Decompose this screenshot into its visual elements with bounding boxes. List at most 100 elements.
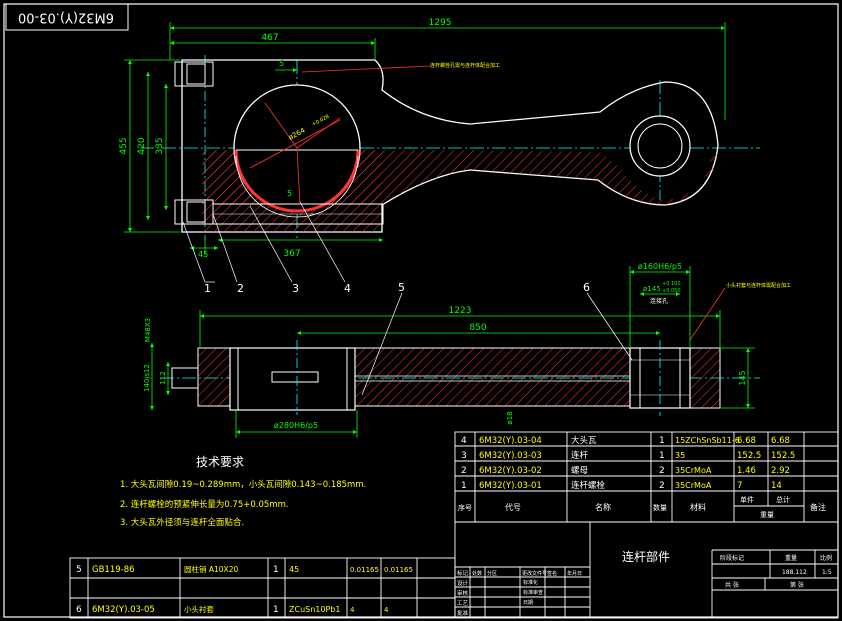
- lower-bom-cell-no: 6: [76, 605, 82, 615]
- bom-cell-weight-single: 6.68: [737, 436, 756, 446]
- lower-bom-cell-name: 小头衬套: [184, 604, 214, 614]
- dim-m48: M48X3: [144, 318, 152, 342]
- bom-hdr-weight: 重量: [760, 511, 774, 519]
- dim-5a: 5: [279, 59, 284, 68]
- tb-weight-val: 188.112: [782, 569, 807, 576]
- tb-sign-row: 标记: [457, 569, 469, 577]
- dim-420: 420: [137, 137, 147, 154]
- lower-bom-cell-material: ZCuSn10Pb1: [289, 605, 340, 614]
- tb-weight: 重量: [785, 554, 797, 562]
- drawing-code: 6M32(Y).03-00: [18, 10, 114, 25]
- dim-145: 145: [738, 370, 747, 385]
- lower-bom-cell-code: 6M32(Y).03-05: [92, 605, 155, 615]
- tol-up: +0.100: [662, 281, 681, 287]
- tb-sign-row: 审核: [457, 589, 469, 597]
- section-dimensions: [150, 266, 755, 438]
- lower-bom-cell-weight-single: 0.01165: [350, 566, 379, 574]
- bom-hdr-remark: 备注: [810, 502, 826, 512]
- part-title: 连杆部件: [622, 549, 670, 564]
- hole-label: 连接孔: [650, 297, 668, 305]
- dim-850: 850: [469, 323, 486, 333]
- tb-std-label: 标准化: [523, 579, 538, 586]
- bom-cell-weight-single: 152.5: [737, 451, 761, 461]
- bom-cell-material: 35CrMoA: [675, 481, 712, 490]
- tol-lo: +0.050: [662, 288, 681, 294]
- tb-sheet-total: 共 张: [725, 581, 739, 589]
- lower-bom-cell-material: 45: [289, 565, 299, 574]
- tb-sign-col: 处数: [472, 570, 482, 577]
- bom-cell-qty: 2: [659, 481, 665, 491]
- drawing-code-box: 6M32(Y).03-00: [5, 3, 129, 31]
- tb-sheet-no: 第 张: [790, 581, 804, 589]
- bom-hdr-qty: 数量: [653, 503, 667, 512]
- dim-455: 455: [119, 137, 129, 154]
- tech-heading: 技术要求: [196, 455, 244, 469]
- lower-bom-cell-weight-total: 0.01165: [384, 566, 413, 574]
- tb-scale-val: 1:5: [822, 569, 832, 576]
- bom-hdr-mat: 材料: [690, 502, 706, 512]
- balloon-leaders-front: [182, 201, 346, 283]
- tb-sign-col: 分区: [487, 570, 497, 577]
- dim-145t: ø145: [643, 285, 661, 293]
- tech-item-1: 1. 大头瓦间隙0.19~0.289mm，小头瓦间隙0.143~0.185mm.: [120, 479, 366, 490]
- lower-bom-cell-qty: 1: [273, 605, 279, 615]
- balloon-3: 3: [292, 282, 299, 295]
- tb-std-label: 日期: [523, 600, 533, 606]
- dim-112: 112: [159, 371, 167, 384]
- bom-cell-qty: 1: [659, 436, 665, 446]
- dim-45: 45: [198, 250, 208, 259]
- annot-bushing: 小头衬套与连杆体需配合加工: [726, 282, 791, 289]
- lower-bom-cell-weight-single: 4: [350, 606, 355, 614]
- bom-cell-name: 连杆螺栓: [571, 480, 606, 491]
- tb-sign-col: 年月日: [567, 570, 582, 577]
- tb-stage: 阶段标记: [720, 554, 744, 562]
- bom-cell-name: 螺母: [571, 465, 588, 476]
- tb-std-label: 标准审查: [523, 589, 543, 596]
- dim-367: 367: [283, 249, 300, 259]
- dim-5b: 5: [287, 189, 292, 198]
- tb-sign-row: 工艺: [457, 600, 469, 607]
- bom-cell-weight-total: 6.68: [771, 436, 790, 446]
- bom-hdr-no: 序号: [458, 503, 472, 512]
- bom-cell-weight-total: 14: [771, 481, 782, 491]
- bom-cell-material: 15ZChSnSb11-6: [675, 436, 740, 445]
- bom-hdr-name: 名称: [595, 502, 611, 512]
- tech-item-3: 3. 大头瓦外径须与连杆全面贴合.: [120, 517, 244, 528]
- bom-hdr-wtotal: 总计: [776, 495, 790, 504]
- bom-cell-weight-total: 152.5: [771, 451, 795, 461]
- front-view: ø264 +0.028: [140, 55, 760, 240]
- lower-bom-cell-qty: 1: [273, 565, 279, 575]
- bom-cell-weight-single: 7: [737, 481, 742, 491]
- title-block: [454, 521, 839, 619]
- lower-bom-cell-no: 5: [76, 565, 82, 575]
- tech-item-2: 2. 连杆螺栓的预紧伸长量为0.75+0.05mm.: [120, 499, 289, 510]
- bom-cell-qty: 1: [659, 451, 665, 461]
- tb-sign-row: 设计: [457, 579, 469, 587]
- bom-cell-no: 2: [461, 466, 467, 476]
- dim-467: 467: [261, 33, 278, 43]
- lower-bom-cell-name: 圆柱销 A10X20: [184, 564, 238, 574]
- lower-bom-cell-weight-total: 4: [384, 606, 389, 614]
- bom-cell-name: 连杆: [571, 450, 589, 461]
- dim-280: ø280H6/p5: [274, 421, 318, 430]
- tech-requirements: 技术要求 1. 大头瓦间隙0.19~0.289mm，小头瓦间隙0.143~0.1…: [120, 455, 366, 528]
- title-block-signature-labels: 标记设计审核工艺批准处数分区更改文件号签名年月日标准化标准审查日期: [457, 569, 582, 617]
- dim-140: 140js12: [143, 364, 151, 392]
- bom-cell-code: 6M32(Y).03-01: [479, 481, 542, 491]
- front-dimensions: [124, 22, 726, 255]
- bom-cell-weight-single: 1.46: [737, 466, 756, 476]
- bom-cell-code: 6M32(Y).03-03: [479, 451, 542, 461]
- tb-sign-row: 批准: [457, 609, 469, 617]
- bom-hdr-code: 代号: [505, 502, 521, 512]
- drawing-frame: [3, 3, 839, 618]
- bom-cell-qty: 2: [659, 466, 665, 476]
- bom-cell-weight-total: 2.92: [771, 466, 790, 476]
- bom-cell-code: 6M32(Y).03-04: [479, 436, 542, 446]
- dim-1295: 1295: [429, 18, 452, 28]
- bom-hdr-wsingle: 单件: [740, 495, 754, 504]
- tb-sign-col: 更改文件号: [522, 570, 547, 577]
- bom-cell-no: 3: [461, 451, 467, 461]
- bom-cell-material: 35CrMoA: [675, 466, 712, 475]
